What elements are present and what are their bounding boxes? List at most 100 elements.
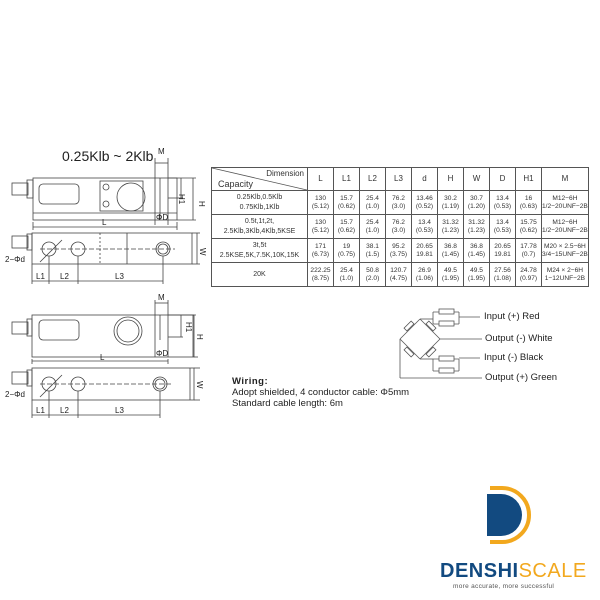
wire-label-output-negative: Output (-) White <box>485 333 553 344</box>
column-header: W <box>463 167 490 191</box>
wiring-cable-length: Standard cable length: 6m <box>232 398 343 409</box>
value-text: (8.75) <box>311 274 330 282</box>
denshi-logo-mark <box>487 486 531 544</box>
drawing-2-side-view <box>11 300 198 364</box>
value-text: 222.25 <box>310 266 331 274</box>
value-cell: 15.7(0.62) <box>333 190 360 215</box>
value-text: 16 <box>524 194 533 202</box>
value-text: 76.2 <box>392 194 405 202</box>
value-cell: 120.7(4.75) <box>385 262 412 287</box>
value-text: 13.4 <box>496 218 509 226</box>
value-text: 25.4 <box>340 266 353 274</box>
capacity-cell: 20K <box>211 262 308 287</box>
value-cell: 25.4(1.0) <box>333 262 360 287</box>
value-cell: 36.8(1.45) <box>463 238 490 263</box>
column-header: D <box>489 167 516 191</box>
dim-label-l-2: L <box>100 353 105 362</box>
value-text: (1.0) <box>365 202 380 210</box>
corner-dimension-label: Dimension <box>266 169 304 178</box>
value-cell: 13.4(0.53) <box>489 214 516 239</box>
value-text: 120.7 <box>390 266 407 274</box>
dimension-spec-table: Dimension Capacity L L1 L2 L3 d H W D H1… <box>211 167 589 287</box>
value-text: 30.2 <box>444 194 457 202</box>
dim-label-h-2: H <box>195 334 204 340</box>
drawing-2-plan-view <box>11 367 200 418</box>
value-text: 95.2 <box>392 242 405 250</box>
value-cell: 25.4(1.0) <box>359 214 386 239</box>
value-text: 1/2−20UNF−2B <box>542 226 588 234</box>
value-text: 15.7 <box>340 218 353 226</box>
value-cell: 30.2(1.19) <box>437 190 464 215</box>
value-text: (5.12) <box>311 202 330 210</box>
value-text: 20.65 <box>494 242 511 250</box>
value-cell: 222.25(8.75) <box>307 262 334 287</box>
value-cell: 13.4(0.53) <box>489 190 516 215</box>
value-text: 49.5 <box>470 266 483 274</box>
value-text: 130 <box>314 194 326 202</box>
value-text: 49.5 <box>444 266 457 274</box>
drawing-1-plan-view <box>11 232 200 284</box>
dim-label-l3-1: L3 <box>115 272 124 281</box>
value-text: (0.97) <box>519 274 538 282</box>
value-text: (1.45) <box>441 250 460 258</box>
value-text: (1.20) <box>467 202 486 210</box>
capacity-text: 2.5KSE,5K,7.5K,10K,15K <box>219 251 300 259</box>
value-text: (0.52) <box>415 202 434 210</box>
value-text: (0.7) <box>521 250 536 258</box>
value-text: (1.08) <box>493 274 512 282</box>
value-text: 13.46 <box>416 194 433 202</box>
capacity-text: 2.5Klb,3Klb,4Klb,5KSE <box>223 227 296 235</box>
dim-label-l1-2: L1 <box>36 406 45 415</box>
value-text: (1.45) <box>467 250 486 258</box>
value-text: (0.75) <box>337 250 356 258</box>
dim-label-d-holes-1: 2−Φd <box>5 255 25 264</box>
dim-label-h1-2: H1 <box>184 322 193 333</box>
value-text: 25.4 <box>366 218 379 226</box>
value-text: 26.9 <box>418 266 431 274</box>
capacity-text: 0.75Klb,1Klb <box>239 203 280 211</box>
wiring-cable-spec: Adopt shielded, 4 conductor cable: Φ5mm <box>232 387 410 398</box>
value-text: (0.63) <box>519 202 538 210</box>
table-corner-cell: Dimension Capacity <box>211 167 308 191</box>
corner-capacity-label: Capacity <box>218 179 254 189</box>
column-header: M <box>541 167 589 191</box>
value-cell: 50.8(2.0) <box>359 262 386 287</box>
brand-tagline: more accurate, more successful <box>453 583 555 590</box>
dim-label-l2-1: L2 <box>60 272 69 281</box>
value-cell: 171(6.73) <box>307 238 334 263</box>
value-text: (5.12) <box>311 226 330 234</box>
wire-label-input-negative: Input (-) Black <box>484 352 544 363</box>
capacity-text: 20K <box>253 270 266 278</box>
value-text: 31.32 <box>442 218 459 226</box>
value-text: 19 <box>342 242 351 250</box>
value-text: (1.0) <box>339 274 354 282</box>
value-cell: 49.5(1.95) <box>463 262 490 287</box>
column-header: H1 <box>515 167 542 191</box>
dim-label-w-2: W <box>195 381 204 389</box>
dim-label-l-1: L <box>102 218 107 227</box>
value-text: (0.62) <box>337 202 356 210</box>
column-header: L1 <box>333 167 360 191</box>
value-text: 171 <box>314 242 326 250</box>
dim-label-h1-1: H1 <box>177 194 186 205</box>
value-text: 15.7 <box>340 194 353 202</box>
value-cell: 31.32(1.23) <box>437 214 464 239</box>
brand-wordmark: DENSHISCALE <box>440 560 587 583</box>
brand-name-denshi: DENSHI <box>440 560 519 582</box>
dim-label-w-1: W <box>198 248 207 256</box>
value-text: (3.0) <box>391 226 406 234</box>
value-cell: 19(0.75) <box>333 238 360 263</box>
value-text: (1.19) <box>441 202 460 210</box>
value-text: (0.53) <box>493 202 512 210</box>
value-cell: 27.56(1.08) <box>489 262 516 287</box>
corner-diagonal <box>212 168 307 190</box>
value-cell: 130(5.12) <box>307 190 334 215</box>
wire-label-output-positive: Output (+) Green <box>485 372 558 383</box>
